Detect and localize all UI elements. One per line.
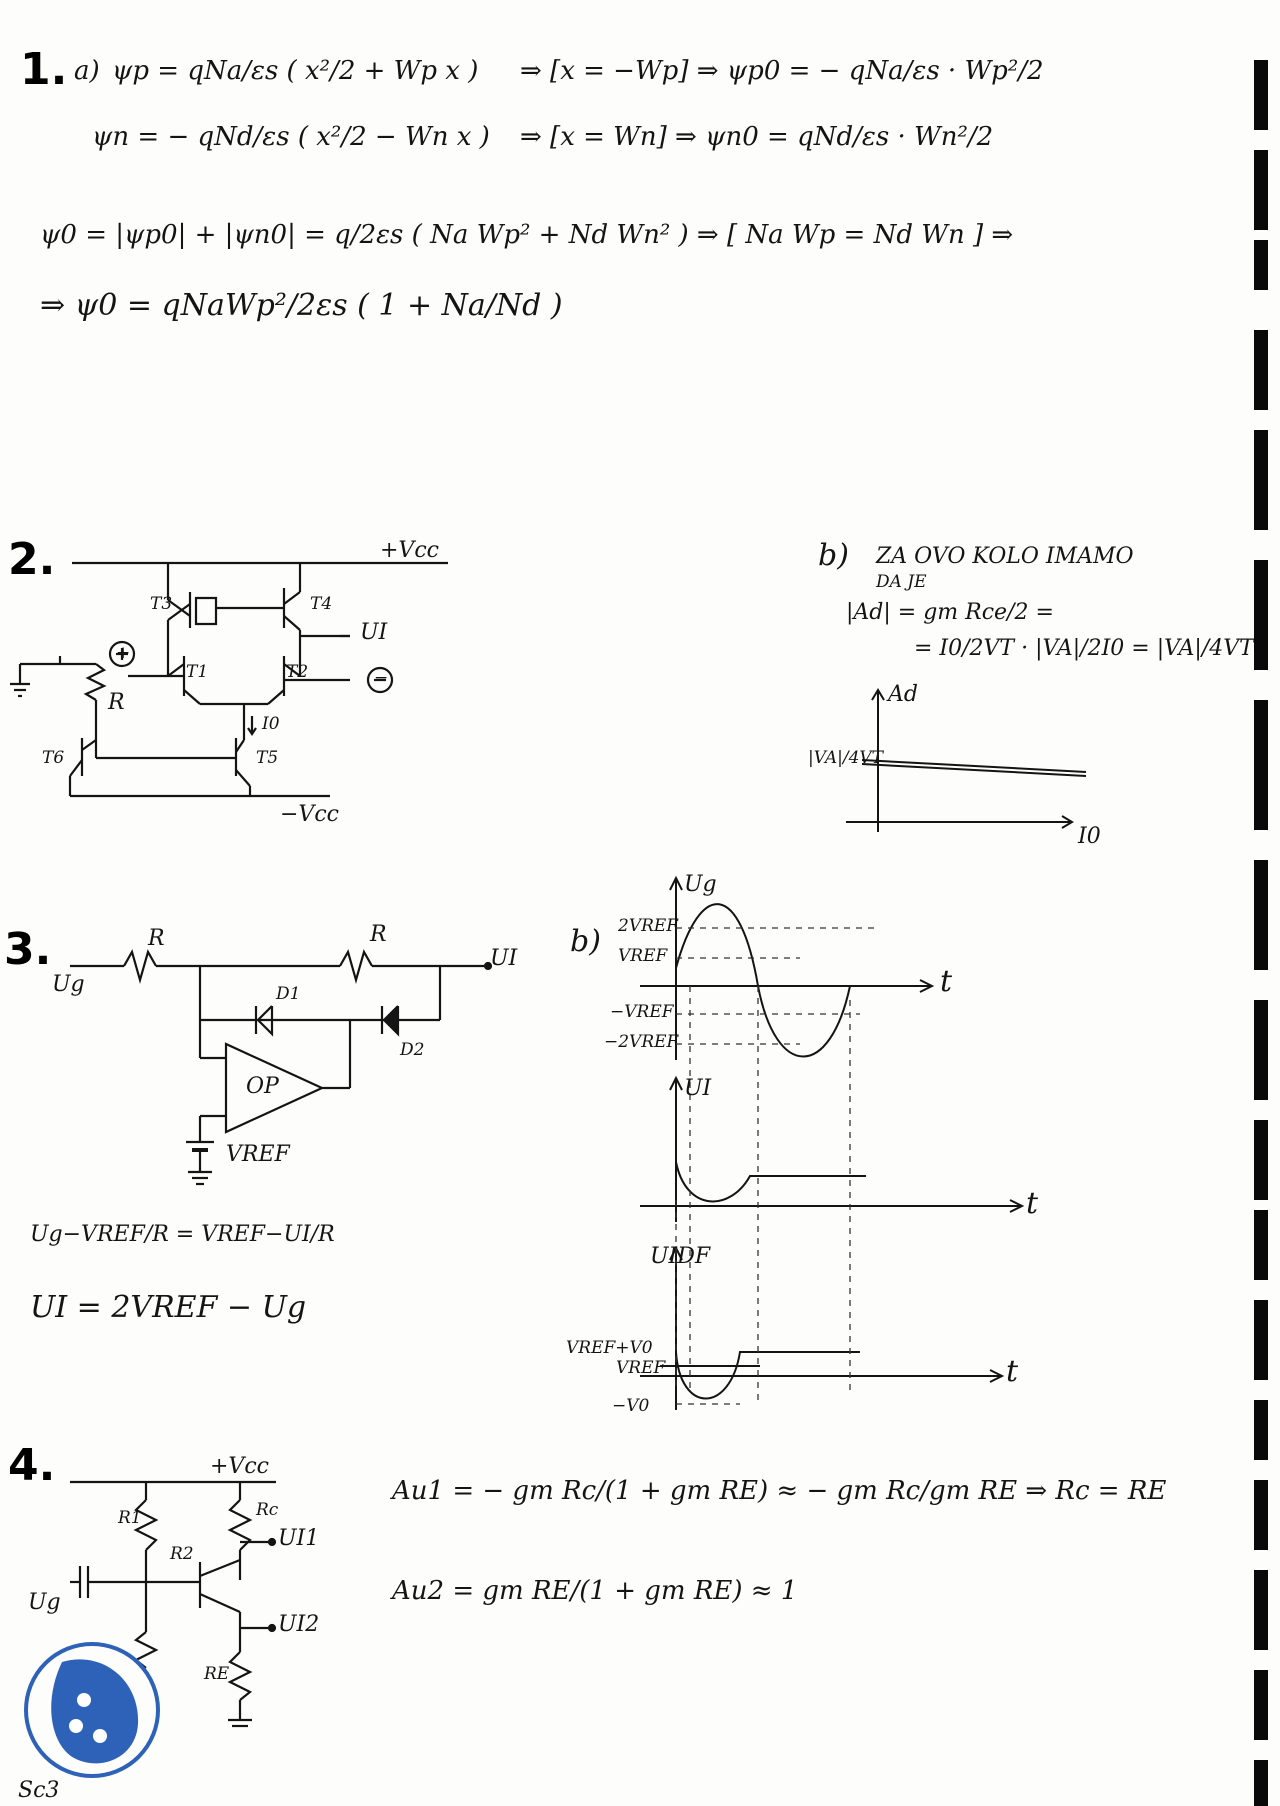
eq-psi-p: ψp = qNa/εs ( x²/2 + Wp x ): [112, 56, 479, 86]
circuit-4-vcc-label: +Vcc: [210, 1454, 269, 1479]
gain-eq-1: |Ad| = gm Rce/2 =: [846, 600, 1054, 625]
plot-1-tick-vref: VREF: [618, 946, 668, 966]
plot-3-tick-vref: VREF: [616, 1358, 666, 1378]
eq-psi-p-sub: ⇒ [x = −Wp] ⇒ ψp0 = − qNa/εs · Wp²/2: [520, 56, 1044, 86]
ui-waveform: [676, 1162, 866, 1201]
problem-3-part-b-label: b): [570, 924, 601, 959]
circuit-2-vcc-pos: +Vcc: [380, 538, 439, 563]
current-i0-label: I0: [262, 714, 280, 734]
problem-4-eq-a2: Au2 = gm RE/(1 + gm RE) ≈ 1: [392, 1576, 798, 1606]
circuit-2-vcc-neg: −Vcc: [280, 802, 339, 827]
plot-3-y-label: UIDF: [650, 1244, 711, 1269]
ad-curve: [862, 760, 1086, 772]
circuit-3-output-label: UI: [490, 946, 518, 971]
resistor-r2-label: R2: [170, 1544, 194, 1564]
eq-psi-0-result: ⇒ ψ0 = qNaWp²/2εs ( 1 + Na/Nd ): [40, 288, 563, 323]
gain-eq-2: = I0/2VT · |VA|/2I0 = |VA|/4VT: [914, 636, 1254, 661]
problem-2-part-b-label: b): [818, 538, 849, 573]
eq-psi-n: ψn = − qNd/εs ( x²/2 − Wn x ): [92, 122, 490, 152]
opamp-label: OP: [246, 1074, 279, 1099]
circuit-2-resistor-label: R: [108, 690, 125, 715]
transistor-t1-label: T1: [186, 662, 209, 682]
problem-4-number: 4.: [8, 1440, 56, 1491]
transistor-t2-label: T2: [286, 662, 309, 682]
problem-1-number: 1.: [20, 44, 68, 95]
scan-edge-strip: [1246, 0, 1280, 1806]
plot-1-tick-neg-vref: −VREF: [610, 1002, 674, 1022]
circuit-3-r1-label: R: [148, 926, 165, 951]
plot-1-y-label: Ug: [684, 872, 717, 897]
transistor-t5-label: T5: [256, 748, 279, 768]
problem-3-number: 3.: [4, 924, 52, 975]
plot-3-tick-neg-v0: −V0: [612, 1396, 650, 1416]
diode-d1-label: D1: [276, 984, 301, 1004]
io-axis-label: I0: [1078, 824, 1101, 849]
transistor-t6-label: T6: [42, 748, 65, 768]
ad-level-label: |VA|/4VT: [808, 748, 884, 768]
diode-d2-label: D2: [400, 1040, 425, 1060]
problem-3-eq2: UI = 2VREF − Ug: [30, 1290, 307, 1325]
circuit-3-r2-label: R: [370, 922, 387, 947]
circuit-4-input-label: Ug: [28, 1590, 61, 1615]
plot-3-t-label: t: [1006, 1354, 1019, 1389]
plot-1-t-label: t: [940, 964, 953, 999]
ad-axis-label: Ad: [888, 682, 918, 707]
plot-1-tick-neg-2vref: −2VREF: [604, 1032, 679, 1052]
plot-3-tick-vref-v0: VREF+V0: [566, 1338, 653, 1358]
transistor-t3-label: T3: [150, 594, 173, 614]
problem-2-number: 2.: [8, 534, 56, 585]
eq-psi-n-sub: ⇒ [x = Wn] ⇒ ψn0 = qNd/εs · Wn²/2: [520, 122, 994, 152]
resistor-r1-label: R1: [118, 1508, 142, 1528]
minus-input-marker: −: [374, 668, 389, 688]
circuit-4-out1-label: UI1: [278, 1526, 320, 1551]
circuit-4-out2-label: UI2: [278, 1612, 320, 1637]
vref-source-label: VREF: [226, 1142, 290, 1167]
plus-input-marker: +: [116, 643, 131, 663]
plot-2-y-label: UI: [684, 1076, 712, 1101]
resistor-rc-label: Rc: [256, 1500, 279, 1520]
resistor-re-label: RE: [204, 1664, 230, 1684]
problem-3-eq1: Ug−VREF/R = VREF−UI/R: [30, 1222, 335, 1247]
uidf-waveform: [676, 1352, 860, 1399]
eq-psi-0: ψ0 = |ψp0| + |ψn0| = q/2εs ( Na Wp² + Nd…: [40, 220, 1014, 250]
problem-4-eq-a1: Au1 = − gm Rc/(1 + gm RE) ≈ − gm Rc/gm R…: [392, 1476, 1167, 1506]
part-a-label: a): [74, 56, 100, 86]
circuit-2-output-label: UI: [360, 620, 388, 645]
stamp-logo-icon: [22, 1640, 162, 1780]
problem-2-text-line1: ZA OVO KOLO IMAMO: [876, 544, 1134, 569]
transistor-t4-label: T4: [310, 594, 333, 614]
circuit-3-input-label: Ug: [52, 972, 85, 997]
plot-1-tick-2vref: 2VREF: [618, 916, 679, 936]
corner-text: Sc3: [18, 1778, 60, 1803]
plot-2-t-label: t: [1026, 1186, 1039, 1221]
problem-2-text-line2: DA JE: [876, 572, 927, 592]
